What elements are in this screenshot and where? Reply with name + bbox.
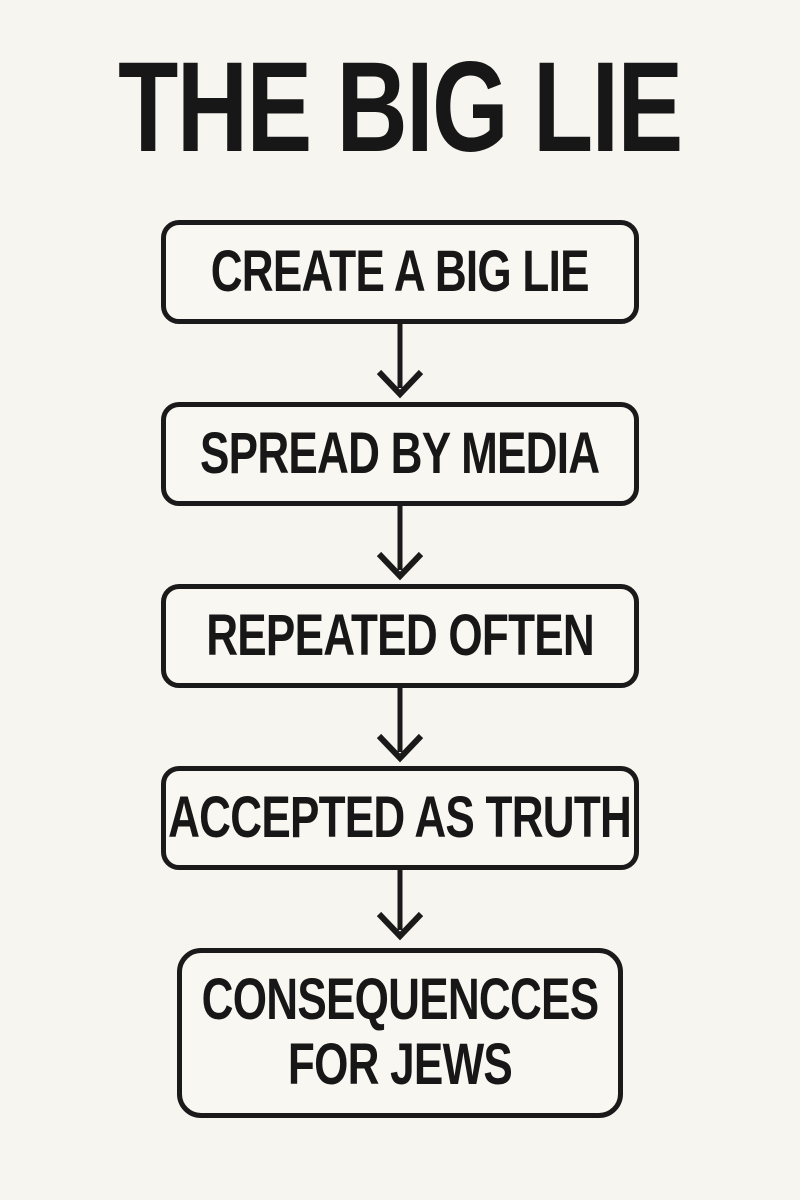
down-arrow-icon (376, 688, 424, 763)
flow-step-consequences-label: CONSEQUENCCES FOR JEWS (201, 967, 599, 1097)
flow-step-repeated: REPEATED OFTEN (161, 584, 639, 688)
flow-step-consequences: CONSEQUENCCES FOR JEWS (177, 948, 623, 1118)
down-arrow-icon (376, 506, 424, 581)
flow-step-spread: SPREAD BY MEDIA (161, 402, 639, 506)
flow-step-create: CREATE A BIG LIE (161, 220, 639, 324)
flow-step-accepted-label: ACCEPTED AS TRUTH (168, 784, 633, 850)
flow-step-create-label: CREATE A BIG LIE (210, 238, 590, 304)
flowchart: CREATE A BIG LIE SPREAD BY MEDIA REPEATE… (161, 220, 639, 1118)
down-arrow-icon (376, 324, 424, 399)
flow-step-accepted: ACCEPTED AS TRUTH (161, 766, 639, 870)
poster-title: THE BIG LIE (118, 36, 683, 179)
down-arrow-icon (376, 870, 424, 941)
flow-step-spread-label: SPREAD BY MEDIA (200, 420, 600, 486)
flow-step-repeated-label: REPEATED OFTEN (206, 602, 595, 668)
